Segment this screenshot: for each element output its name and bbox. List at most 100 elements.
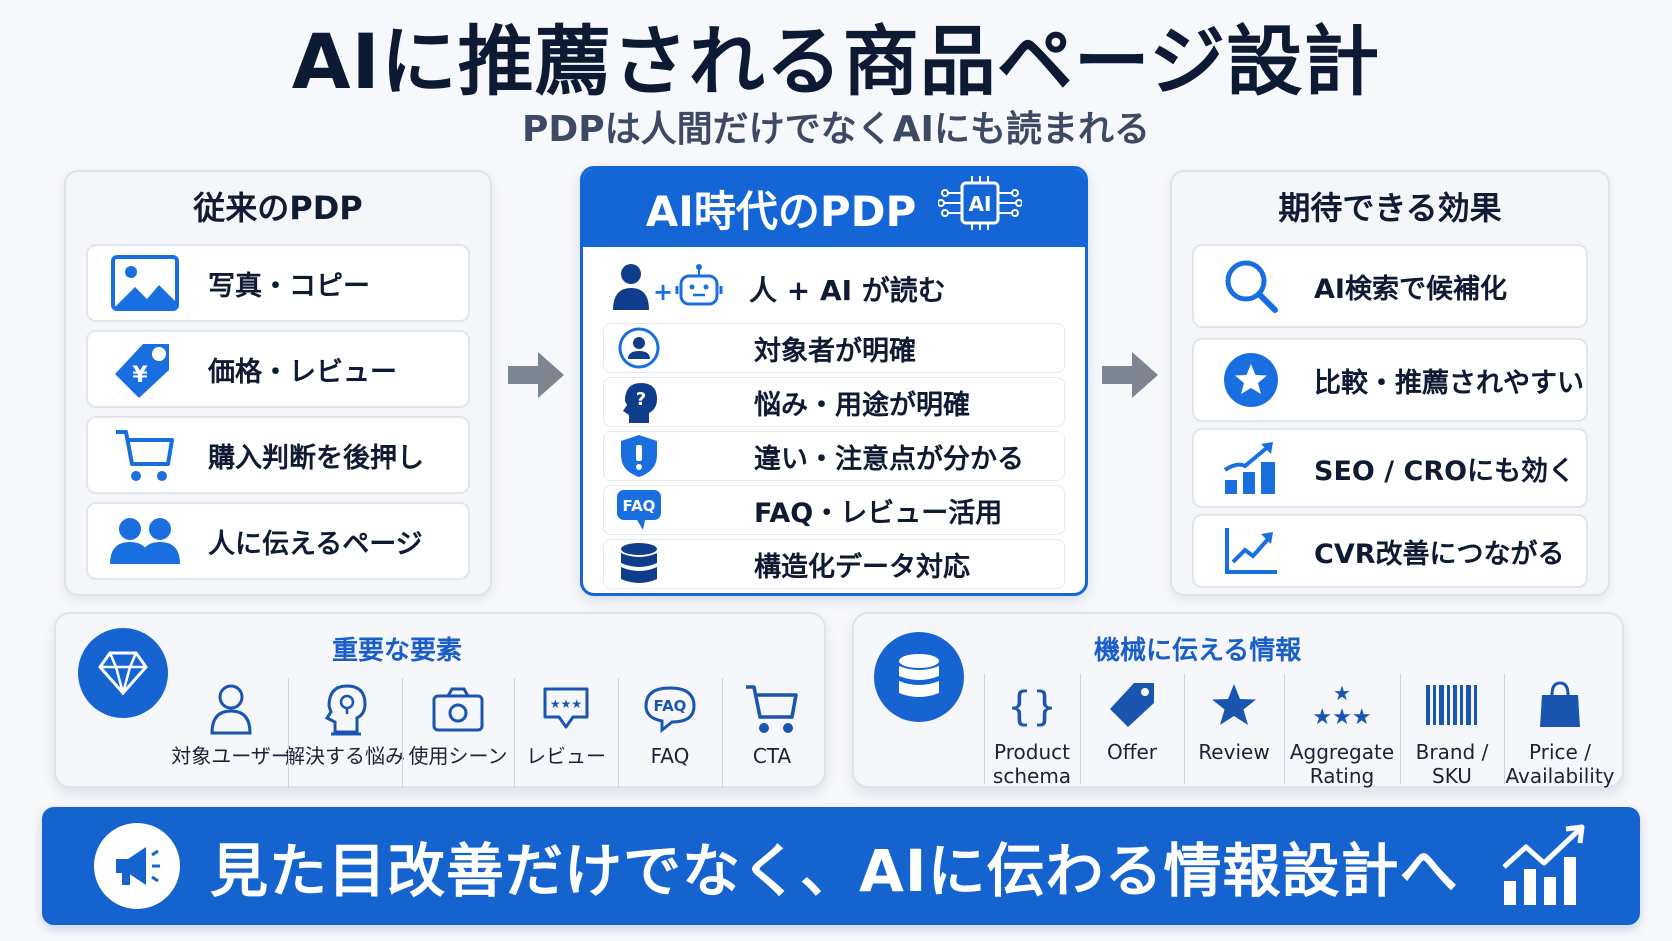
- ai-item-label: 違い・注意点が分かる: [754, 443, 1024, 475]
- banner-text: 見た目改善だけでなく、AIに伝わる情報設計へ: [210, 837, 1459, 905]
- machine-info-list: {} Product schema Offer Review ★★★★ Aggr…: [984, 670, 1616, 788]
- machine-item-label: Aggregate: [1289, 740, 1395, 764]
- key-element-label: 対象ユーザー: [171, 744, 291, 768]
- svg-text:AI: AI: [969, 192, 992, 216]
- ai-item-differences: 違い・注意点が分かる: [603, 431, 1065, 481]
- ai-item-label: 対象者が明確: [754, 335, 916, 367]
- key-element-label: FAQ: [650, 744, 690, 768]
- key-element-label: 解決する悩み: [285, 744, 405, 768]
- shopping-cart-icon: [100, 420, 190, 490]
- ai-item-label: 構造化データ対応: [754, 551, 970, 583]
- search-icon: [1206, 251, 1296, 321]
- ai-item-faq: FAQ FAQ・レビュー活用: [603, 485, 1065, 535]
- machine-item-aggregate-rating: ★★★★ Aggregate Rating: [1284, 670, 1400, 788]
- effect-item-label: SEO / CROにも効く: [1314, 455, 1576, 487]
- key-element-target-user: 対象ユーザー: [171, 674, 291, 768]
- people-icon: [100, 506, 190, 576]
- arrow-right-icon: [508, 352, 564, 398]
- ai-item-structured-data: 構造化データ対応: [603, 539, 1065, 589]
- machine-item-label: Review: [1198, 740, 1270, 764]
- key-elements-panel: 重要な要素 対象ユーザー 解決する悩み 使用シーン ★★★ レビュー FAQ F…: [54, 612, 826, 788]
- machine-item-review: Review: [1184, 670, 1284, 788]
- key-elements-list: 対象ユーザー 解決する悩み 使用シーン ★★★ レビュー FAQ FAQ CTA: [171, 674, 822, 788]
- ai-chip-icon: AI: [937, 173, 1024, 243]
- machine-item-label: Price /: [1529, 740, 1591, 764]
- barcode-icon: [1426, 670, 1478, 740]
- ai-pdp-card: AI時代のPDP AI +: [580, 166, 1088, 596]
- machine-item-brand-sku: Brand / SKU: [1400, 670, 1504, 788]
- traditional-item-price: ¥ 価格・レビュー: [86, 330, 470, 408]
- effect-item-label: 比較・推薦されやすい: [1314, 367, 1584, 399]
- shield-alert-icon: [604, 433, 674, 479]
- ai-pdp-title: AI時代のPDP: [645, 186, 917, 236]
- machine-item-product-schema: {} Product schema: [984, 670, 1080, 788]
- traditional-item-photo: 写真・コピー: [86, 244, 470, 322]
- user-outline-icon: [209, 674, 253, 744]
- key-element-use-scene: 使用シーン: [402, 674, 514, 788]
- machine-info-panel: 機械に伝える情報 {} Product schema Offer Review …: [852, 612, 1624, 788]
- tag-icon: [1108, 670, 1156, 740]
- user-circle-icon: [604, 326, 674, 370]
- traditional-item-people: 人に伝えるページ: [86, 502, 470, 580]
- database-icon: [604, 541, 674, 587]
- image-icon: [100, 248, 190, 318]
- expected-effects-card: 期待できる効果 AI検索で候補化 比較・推薦されやすい SEO / CROにも効…: [1170, 170, 1610, 596]
- faq-bubble-icon: FAQ: [604, 488, 674, 532]
- traditional-item-purchase: 購入判断を後押し: [86, 416, 470, 494]
- machine-item-label-2: schema: [992, 764, 1072, 788]
- cart-outline-icon: [744, 674, 800, 744]
- machine-item-offer: Offer: [1080, 670, 1184, 788]
- ai-pdp-header: AI時代のPDP AI: [583, 169, 1085, 247]
- growth-chart-icon: [1500, 823, 1590, 911]
- yen-price-tag-icon: ¥: [100, 334, 190, 404]
- camera-icon: [432, 674, 484, 744]
- faq-outline-icon: FAQ: [642, 674, 698, 744]
- ai-item-label: 悩み・用途が明確: [754, 389, 970, 421]
- traditional-item-label: 価格・レビュー: [208, 356, 397, 388]
- svg-text:+: +: [653, 278, 673, 306]
- svg-text:FAQ: FAQ: [623, 497, 656, 515]
- shopping-bag-icon: [1538, 670, 1582, 740]
- head-lightbulb-icon: [321, 674, 369, 744]
- svg-text:?: ?: [636, 389, 646, 410]
- svg-text:★★★: ★★★: [1312, 705, 1371, 728]
- key-element-review: ★★★ レビュー: [514, 674, 618, 788]
- effect-item-ai-search: AI検索で候補化: [1192, 244, 1588, 328]
- svg-text:FAQ: FAQ: [654, 697, 687, 715]
- key-elements-title: 重要な要素: [332, 636, 463, 666]
- effect-item-recommend: 比較・推薦されやすい: [1192, 338, 1588, 422]
- database-icon: [874, 632, 964, 722]
- megaphone-icon: [94, 823, 180, 909]
- traditional-item-label: 購入判断を後押し: [208, 442, 424, 474]
- machine-item-price-availability: Price / Availability: [1504, 670, 1616, 788]
- key-element-label: 使用シーン: [408, 744, 508, 768]
- star-icon: [1211, 670, 1257, 740]
- traditional-item-label: 人に伝えるページ: [208, 528, 423, 560]
- traditional-pdp-title: 従来のPDP: [193, 189, 363, 227]
- svg-text:★★★: ★★★: [550, 697, 582, 711]
- traditional-item-label: 写真・コピー: [208, 270, 370, 302]
- effect-item-label: CVR改善につながる: [1314, 538, 1565, 570]
- traditional-pdp-card: 従来のPDP 写真・コピー ¥ 価格・レビュー 購入判断を後押し 人に伝えるペー…: [64, 170, 492, 596]
- svg-text:★: ★: [1333, 682, 1351, 705]
- effect-item-seo-cro: SEO / CROにも効く: [1192, 428, 1588, 508]
- key-element-cta: CTA: [722, 674, 822, 788]
- trend-line-chart-icon: [1206, 516, 1296, 586]
- arrow-right-icon: [1102, 352, 1158, 398]
- key-element-label: CTA: [752, 744, 792, 768]
- review-bubble-icon: ★★★: [541, 674, 591, 744]
- ai-item-needs: ? 悩み・用途が明確: [603, 377, 1065, 427]
- machine-item-label: Product: [994, 740, 1070, 764]
- person-plus-robot-icon: +: [613, 262, 725, 316]
- curly-braces-icon: {}: [1012, 670, 1052, 740]
- machine-info-title: 機械に伝える情報: [1094, 636, 1302, 666]
- star-circle-icon: [1206, 345, 1296, 415]
- svg-text:¥: ¥: [132, 363, 148, 388]
- machine-item-label: Offer: [1106, 740, 1158, 764]
- key-element-pain-point: 解決する悩み: [285, 674, 405, 788]
- key-element-label: レビュー: [526, 744, 606, 768]
- ai-item-label: FAQ・レビュー活用: [754, 497, 1003, 529]
- machine-item-label: Brand /: [1415, 740, 1489, 764]
- machine-item-label-2: SKU: [1432, 764, 1472, 788]
- machine-item-label-2: Availability: [1505, 764, 1615, 788]
